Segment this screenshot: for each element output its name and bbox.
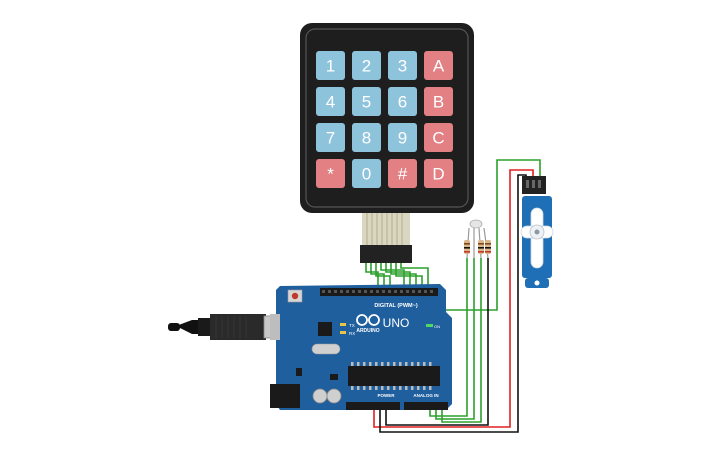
keypad-key[interactable]: 3 xyxy=(388,51,417,80)
keypad-key[interactable]: 8 xyxy=(352,123,381,152)
keypad-key-face xyxy=(352,123,381,152)
keypad-key-label: A xyxy=(433,57,445,76)
keypad-key-face xyxy=(352,159,381,188)
keypad-key-label: * xyxy=(327,165,334,184)
keypad-key-label: 7 xyxy=(326,129,335,148)
resistor-2 xyxy=(478,240,484,254)
keypad-key[interactable]: D xyxy=(424,159,453,188)
resistor-1 xyxy=(464,240,470,254)
keypad-key[interactable]: B xyxy=(424,87,453,116)
crystal xyxy=(311,343,341,355)
on-label: ON xyxy=(434,324,440,329)
usb-chip xyxy=(318,322,332,336)
servo-horn xyxy=(520,207,554,269)
keypad-ribbon xyxy=(360,213,412,263)
servo-power-wire xyxy=(373,169,534,428)
power-header xyxy=(346,402,400,410)
keypad-key-face xyxy=(352,87,381,116)
keypad-key[interactable]: 4 xyxy=(316,87,345,116)
keypad-key-face xyxy=(424,123,453,152)
analog-header xyxy=(404,402,448,410)
keypad-key[interactable]: 7 xyxy=(316,123,345,152)
keypad-key[interactable]: 9 xyxy=(388,123,417,152)
keypad-key-label: # xyxy=(398,165,408,184)
keypad-key-face xyxy=(388,159,417,188)
keypad-key-label: 8 xyxy=(362,129,371,148)
led-body xyxy=(469,219,483,229)
keypad-key[interactable]: 2 xyxy=(352,51,381,80)
keypad-key-face xyxy=(388,51,417,80)
model-label: UNO xyxy=(383,316,410,330)
keypad-key-face xyxy=(388,87,417,116)
resistor-3 xyxy=(485,240,491,254)
wires xyxy=(365,159,541,433)
keypad-key-label: 1 xyxy=(326,57,335,76)
brand-label: ARDUINO xyxy=(356,328,379,334)
keypad-key-label: 3 xyxy=(398,57,407,76)
keypad-key-label: 4 xyxy=(326,93,335,112)
keypad-key-face xyxy=(352,51,381,80)
keypad-key-label: D xyxy=(432,165,444,184)
servo-ground-wire xyxy=(379,174,527,433)
keypad-key[interactable]: 5 xyxy=(352,87,381,116)
keypad-key[interactable]: C xyxy=(424,123,453,152)
arduino-uno[interactable]: DIGITAL (PWM~) TX RX ARDUINO UNO ON xyxy=(270,284,452,410)
keypad-key-face xyxy=(316,87,345,116)
tx-label: TX xyxy=(349,323,355,328)
usb-jack xyxy=(270,314,280,340)
power-label: POWER xyxy=(377,393,395,398)
servo-motor[interactable] xyxy=(520,176,554,288)
keypad-key[interactable]: 0 xyxy=(352,159,381,188)
led-wires xyxy=(429,258,482,423)
arduino-logo-icon xyxy=(356,314,380,326)
keypad-key[interactable]: 1 xyxy=(316,51,345,80)
keypad-key-label: 2 xyxy=(362,57,371,76)
keypad-key-face xyxy=(388,123,417,152)
keypad-key-label: 9 xyxy=(398,129,407,148)
keypad-key[interactable]: A xyxy=(424,51,453,80)
keypad-key[interactable]: * xyxy=(316,159,345,188)
arduino-board xyxy=(276,284,452,410)
keypad-to-arduino-wires xyxy=(365,262,429,290)
keypad-inner-border xyxy=(305,28,469,208)
keypad-key-face xyxy=(424,87,453,116)
keypad-key[interactable]: # xyxy=(388,159,417,188)
keypad-key[interactable]: 6 xyxy=(388,87,417,116)
keypad-connector xyxy=(360,245,412,263)
keypad-key-label: C xyxy=(432,129,444,148)
servo-signal-wire xyxy=(440,159,541,311)
keypad-key-face xyxy=(424,51,453,80)
keypad-key-label: 6 xyxy=(398,93,407,112)
resistors[interactable] xyxy=(464,240,491,254)
atmega-chip xyxy=(348,366,440,386)
keypad-key-face xyxy=(316,159,345,188)
led-ground-wire xyxy=(385,258,489,426)
keypad-key-face xyxy=(316,51,345,80)
capacitor-1 xyxy=(312,388,328,404)
analog-label: ANALOG IN xyxy=(413,393,438,398)
digital-header-label: DIGITAL (PWM~) xyxy=(374,303,418,309)
power-jack xyxy=(270,384,300,408)
keypad-key-label: 0 xyxy=(362,165,371,184)
keypad-key-label: B xyxy=(433,93,444,112)
keypad-key-face xyxy=(316,123,345,152)
keypad-key-face xyxy=(424,159,453,188)
rgb-led[interactable] xyxy=(466,219,489,259)
keypad-key-label: 5 xyxy=(362,93,371,112)
capacitor-2 xyxy=(326,388,342,404)
rx-label: RX xyxy=(349,331,355,336)
keypad-4x4[interactable]: 1 2 3 A 4 5 6 B 7 8 9 C * 0 # D xyxy=(300,23,474,263)
